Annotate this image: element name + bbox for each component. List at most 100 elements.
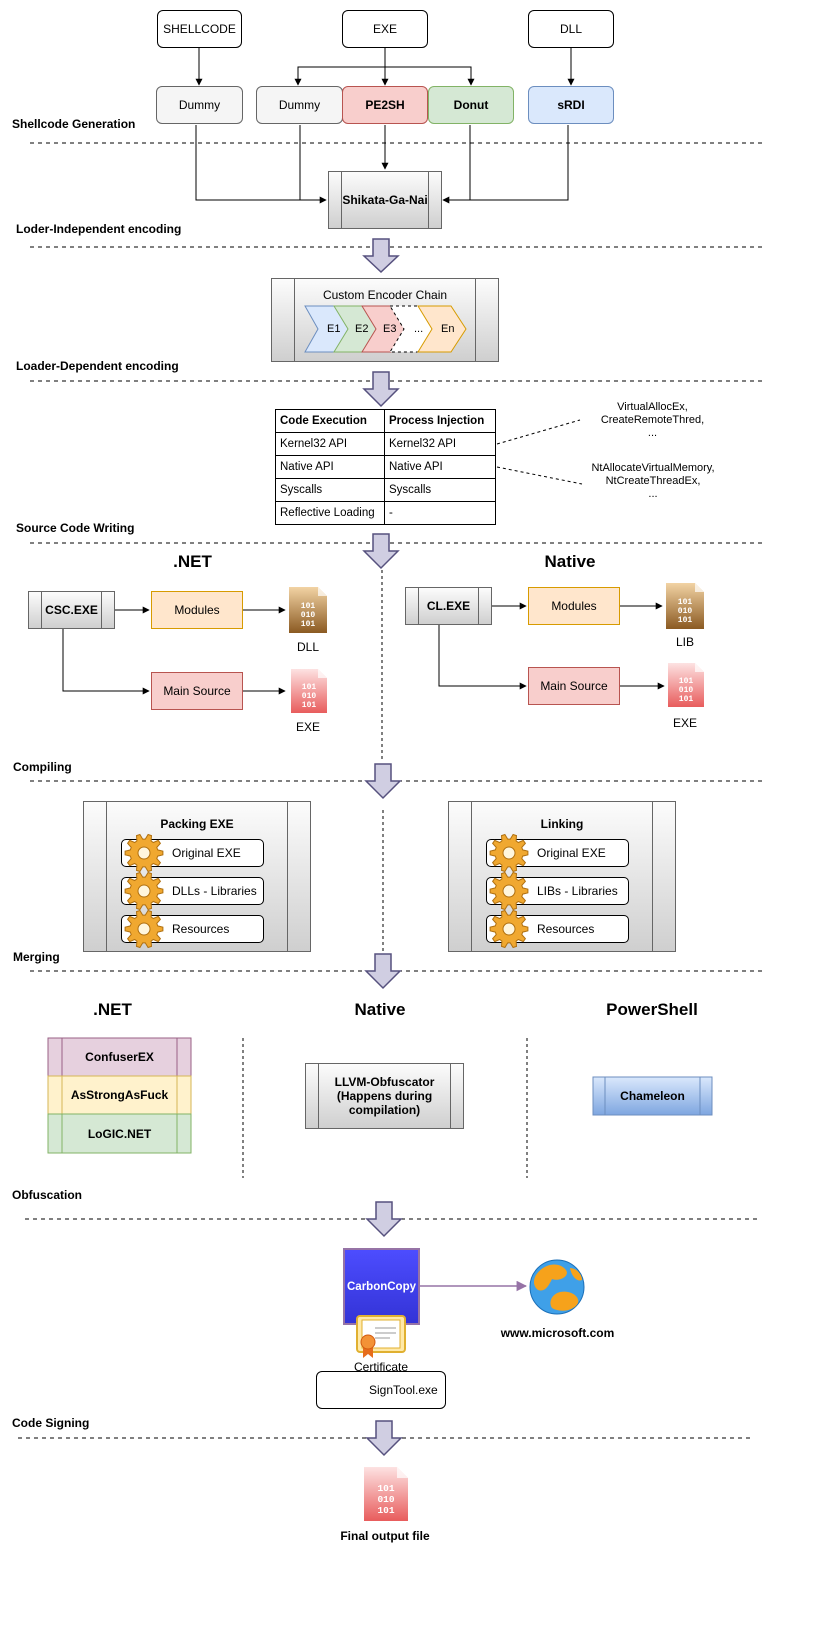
gear-icon [489, 909, 529, 949]
input-shellcode: SHELLCODE [157, 10, 242, 48]
table-header-code-execution: Code Execution [275, 409, 385, 433]
note-line: NtAllocateVirtualMemory, [591, 462, 715, 474]
llvm-obfuscator-tool: LLVM-Obfuscator (Happens during compilat… [305, 1063, 464, 1129]
section-loader-dependent: Loader-Dependent encoding [16, 359, 179, 373]
generation-connectors [195, 48, 575, 204]
generator-donut: Donut [428, 86, 514, 124]
logic-net-tool: LoGIC.NET [87, 1126, 152, 1141]
shikata-ga-nai-encoder: Shikata-Ga-Nai [328, 171, 442, 229]
section-loader-independent: Loder-Independent encoding [16, 222, 182, 236]
svg-text:010: 010 [301, 611, 316, 620]
svg-text:101: 101 [678, 598, 693, 607]
final-output-file-icon: 101 010 101 [364, 1467, 408, 1521]
gear-icon [489, 833, 529, 873]
gear-icon [124, 871, 164, 911]
chain-text-ellipsis: ... [414, 323, 424, 335]
dll-file-icon: 101 010 101 [289, 587, 327, 633]
carboncopy-tool: CarbonCopy [347, 1280, 416, 1293]
lib-file-label: LIB [675, 635, 694, 649]
final-output-label: Final output file [340, 1529, 430, 1543]
native-api-note: NtAllocateVirtualMemory, NtCreateThreadE… [578, 462, 728, 501]
note-line: VirtualAllocEx, [617, 401, 688, 413]
exe-file-label-dotnet: EXE [295, 720, 320, 734]
lib-file-icon: 101 010 101 [666, 583, 704, 629]
llvm-line: LLVM-Obfuscator [334, 1075, 435, 1089]
svg-text:101: 101 [302, 683, 317, 692]
chain-text-e2: E2 [355, 323, 369, 335]
table-header-row: Code Execution Process Injection [275, 409, 496, 433]
llvm-line: (Happens during [336, 1089, 433, 1103]
cl-compiler: CL.EXE [405, 587, 492, 625]
custom-encoder-chain: Custom Encoder Chain [271, 278, 499, 362]
svg-text:101: 101 [679, 677, 694, 686]
confuserex-tool: ConfuserEX [85, 1050, 154, 1064]
cl-label: CL.EXE [426, 599, 471, 613]
obfuscation-powershell-heading: PowerShell [606, 1000, 698, 1019]
svg-text:010: 010 [678, 607, 693, 616]
exe-file-icon-dotnet: 101 010 101 [291, 669, 327, 713]
section-source-code-writing: Source Code Writing [16, 521, 135, 535]
chain-text-e1: E1 [327, 323, 341, 335]
section-compiling: Compiling [13, 760, 72, 774]
table-cell: Kernel32 API [384, 432, 496, 456]
obfuscation-native-heading: Native [354, 1000, 406, 1019]
svg-text:101: 101 [679, 695, 694, 704]
column-dividers [242, 570, 528, 1178]
note-line: ... [647, 427, 658, 439]
dll-file-label: DLL [296, 640, 319, 654]
table-header-process-injection: Process Injection [384, 409, 496, 433]
obfuscation-dotnet-heading: .NET [93, 1000, 132, 1019]
note-line: NtCreateThreadEx, [605, 475, 701, 487]
input-exe: EXE [342, 10, 428, 48]
svg-text:101: 101 [377, 1483, 394, 1494]
table-cell: Native API [384, 455, 496, 479]
chameleon-process [592, 1076, 713, 1116]
svg-text:010: 010 [302, 692, 317, 701]
linking-title: Linking [540, 817, 584, 831]
table-cell: Syscalls [275, 478, 385, 502]
svg-text:101: 101 [377, 1505, 394, 1516]
chain-text-e3: E3 [383, 323, 397, 335]
packing-exe-title: Packing EXE [160, 817, 234, 831]
note-line: CreateRemoteThred, [600, 414, 705, 426]
section-obfuscation: Obfuscation [12, 1188, 83, 1202]
chain-text-en: En [441, 323, 455, 335]
csc-label: CSC.EXE [45, 603, 98, 617]
phase-arrows [362, 238, 403, 1457]
note-line: ... [648, 488, 658, 500]
generator-pe2sh: PE2SH [342, 86, 428, 124]
table-row: Reflective Loading - [275, 501, 496, 525]
gear-icon [489, 871, 529, 911]
generator-dummy-2: Dummy [256, 86, 343, 124]
certificate-label: Certificate [353, 1360, 409, 1374]
carboncopy-box [343, 1248, 420, 1325]
loader-technique-table: Code Execution Process Injection Kernel3… [275, 409, 496, 525]
dotnet-heading: .NET [173, 552, 212, 571]
sgn-label: Shikata-Ga-Nai [342, 193, 428, 207]
svg-text:101: 101 [302, 701, 317, 710]
signtool-tool: SignTool.exe [316, 1371, 446, 1409]
source-connectors [62, 602, 665, 695]
modules-native: Modules [528, 587, 620, 625]
modules-dotnet: Modules [151, 591, 243, 629]
table-cell: - [384, 501, 496, 525]
table-cell: Syscalls [384, 478, 496, 502]
chameleon-tool: Chameleon [620, 1089, 685, 1103]
microsoft-site-label: www.microsoft.com [500, 1326, 615, 1340]
table-row: Kernel32 API Kernel32 API [275, 432, 496, 456]
table-cell: Native API [275, 455, 385, 479]
section-separators [18, 142, 765, 1439]
native-heading: Native [544, 552, 596, 571]
main-source-native: Main Source [528, 667, 620, 705]
certificate-icon [356, 1315, 406, 1358]
exe-file-label-native: EXE [672, 716, 697, 730]
svg-text:101: 101 [678, 616, 693, 625]
input-dll: DLL [528, 10, 614, 48]
svg-text:010: 010 [679, 686, 694, 695]
dotnet-obfuscator-stack [47, 1037, 192, 1154]
section-code-signing: Code Signing [12, 1416, 90, 1430]
encoder-chain-title: Custom Encoder Chain [322, 288, 448, 302]
section-merging: Merging [13, 950, 60, 964]
main-source-dotnet: Main Source [151, 672, 243, 710]
